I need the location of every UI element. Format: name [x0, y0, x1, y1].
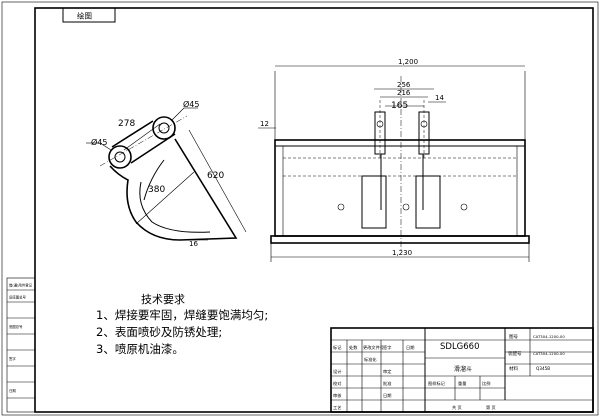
- tb-date-row-label: 日期: [383, 393, 391, 399]
- top-pin-boss: [152, 116, 176, 140]
- bucket-shell: [109, 138, 238, 241]
- tb-assembly-no-label: 装配号: [508, 350, 522, 357]
- tb-model: SDLG660: [440, 342, 480, 352]
- corner-label-box: [62, 7, 116, 23]
- tb-process-label: 工艺: [333, 405, 341, 410]
- note-item-3: 3、喷原机油漆。: [96, 342, 184, 356]
- right-ear-plates: [418, 100, 430, 160]
- margin-label-5: 日期: [9, 388, 16, 393]
- tb-sign-label: 签字: [383, 344, 391, 350]
- tb-count-label: 处数: [349, 344, 358, 351]
- tb-design-label: 设计: [333, 368, 341, 375]
- margin-label-3: 底图总号: [9, 324, 23, 329]
- tb-date-label: 日期: [406, 345, 414, 351]
- dim-256: 256: [397, 81, 411, 89]
- tb-stage-label: 图样标记: [428, 380, 446, 387]
- bucket-rib: [143, 159, 165, 201]
- notes-heading: 技术要求: [141, 293, 185, 306]
- title-block: 标记 处数 更改文件号 签字 日期 标准化 设计 审定 校对 批准 审核 日期 …: [330, 327, 594, 413]
- inner-plate-left: [361, 175, 387, 229]
- front-view: 1,200 256 216 165 14 12: [258, 58, 530, 262]
- dim-phi45-top: Ø45: [183, 99, 199, 109]
- dim-165: 165: [391, 101, 408, 111]
- margin-label-4: 签字: [9, 356, 16, 361]
- tb-approve-label: 审定: [383, 368, 391, 375]
- tb-weight-label: 重量: [458, 380, 466, 387]
- tb-drawing-no: CAT304-1200-00: [533, 334, 565, 339]
- inner-frame: [34, 7, 594, 413]
- top-pin-hole: [158, 122, 170, 134]
- tb-material: Q345B: [536, 366, 550, 371]
- corner-label: 绘图: [77, 11, 92, 21]
- tb-sheets-total: 共 页: [452, 404, 462, 411]
- dim-14: 14: [435, 94, 444, 102]
- cutting-edge: [270, 235, 530, 244]
- note-item-2: 2、表面喷砂及防锈处理;: [96, 325, 223, 339]
- side-view: 278 Ø45 Ø45 620 380 16: [86, 99, 247, 248]
- margin-label-2: 旧底图总号: [9, 295, 27, 300]
- dim-1230: 1,230: [392, 249, 412, 257]
- dim-380: 380: [148, 185, 165, 195]
- pin-bracket: [111, 120, 176, 164]
- tb-sheet-no: 第 页: [486, 404, 496, 411]
- dim-1200: 1,200: [398, 58, 418, 66]
- dim-phi45-left: Ø45: [91, 137, 107, 147]
- dim-278: 278: [118, 119, 135, 129]
- left-margin-strip: 借(通)用件登记 旧底图总号 底图总号 签字 日期: [6, 277, 36, 413]
- note-item-1: 1、焊接要牢固，焊缝要饱满均匀;: [96, 308, 269, 322]
- tb-review-label: 审核: [333, 392, 342, 399]
- inner-plate-right: [415, 175, 441, 229]
- dim-620: 620: [207, 171, 224, 181]
- pin-centerline: [99, 115, 188, 167]
- dim-16: 16: [189, 240, 198, 248]
- dim-12: 12: [260, 120, 269, 128]
- left-ear-plates: [374, 100, 386, 160]
- tb-check-label: 校对: [333, 380, 341, 387]
- tb-scale-label: 比例: [482, 380, 490, 387]
- tb-standard-label: 标准化: [364, 356, 377, 363]
- left-pin-boss: [108, 145, 132, 169]
- dim-216: 216: [397, 89, 411, 97]
- tb-mark-label: 标记: [333, 344, 342, 351]
- bucket-inner-profile: [139, 181, 211, 233]
- tb-part-name: 滑溜斗: [454, 365, 472, 373]
- tb-assembly-no: CAT304-1200-00: [533, 351, 565, 356]
- tb-change-label: 更改文件号: [363, 344, 384, 351]
- bucket-body: [274, 139, 526, 237]
- margin-label-1: 借(通)用件登记: [9, 283, 33, 288]
- tb-material-label: 材料: [509, 365, 518, 372]
- tb-drawing-no-label: 图号: [509, 334, 518, 340]
- tb-batch-label: 批准: [383, 380, 391, 387]
- left-pin-hole: [114, 151, 126, 163]
